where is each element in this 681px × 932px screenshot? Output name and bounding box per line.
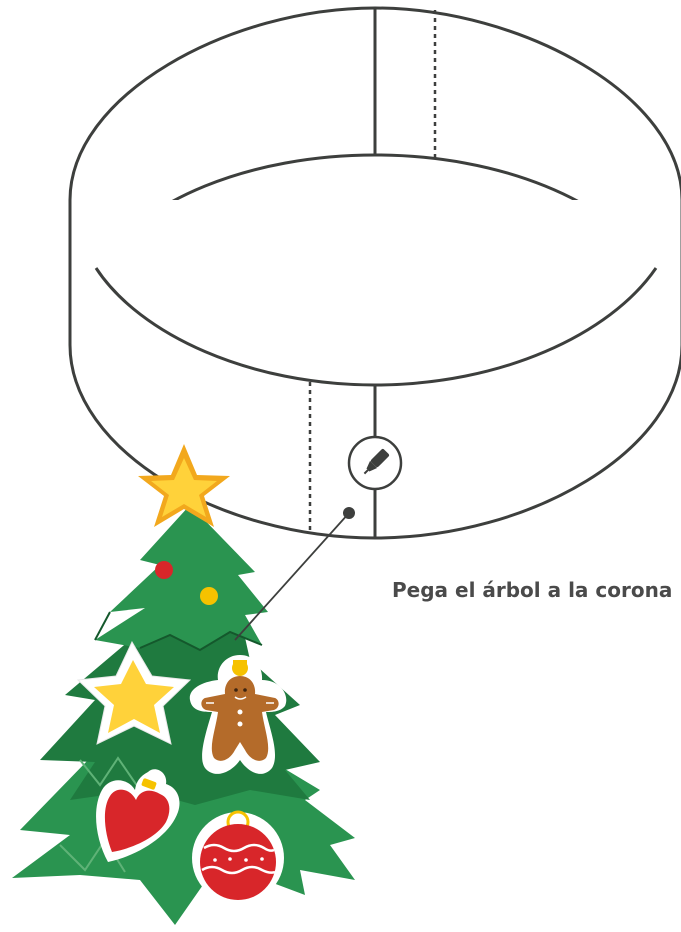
red-ornament-ball	[155, 561, 173, 579]
instruction-label: Pega el árbol a la corona	[392, 578, 672, 602]
yellow-ornament-ball	[200, 587, 218, 605]
tree-upper-tier	[95, 505, 268, 650]
glue-point-marker	[343, 507, 355, 519]
glue-pen-icon	[349, 437, 401, 489]
bauble-ornament-sticker	[192, 812, 284, 904]
